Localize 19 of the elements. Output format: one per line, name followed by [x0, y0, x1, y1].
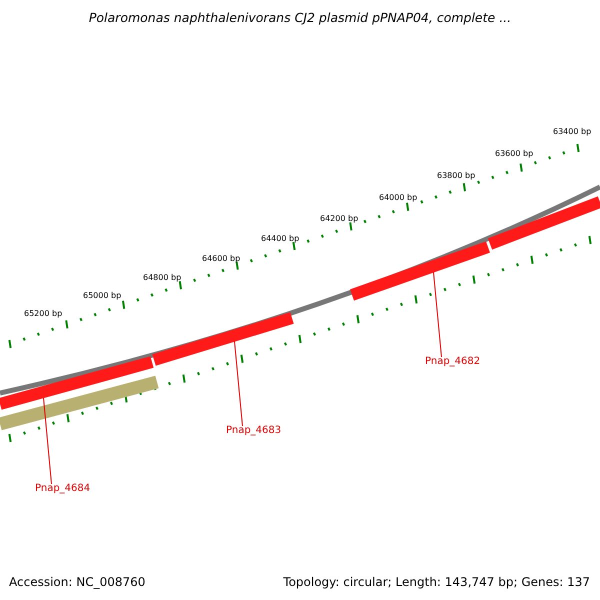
scale-label: 63600 bp: [495, 149, 534, 158]
genome-summary: Topology: circular; Length: 143,747 bp; Genes: 137: [283, 575, 590, 589]
scale-label: 63400 bp: [553, 127, 592, 136]
scale-label: 63800 bp: [437, 171, 476, 180]
accession-text: Accession: NC_008760: [9, 575, 146, 589]
gene-label: Pnap_4682: [425, 356, 480, 367]
scale-label: 65200 bp: [24, 309, 62, 318]
scale-label: 64200 bp: [320, 214, 358, 223]
gene-label: Pnap_4684: [35, 483, 90, 494]
leader-line: [433, 272, 442, 358]
map-title: Polaromonas naphthalenivorans CJ2 plasmid pPNAP04, complete ...: [88, 10, 512, 25]
gene-label: Pnap_4683: [226, 425, 282, 436]
leader-line: [43, 397, 52, 484]
scale-label: 65000 bp: [83, 291, 122, 300]
scale-label: 64400 bp: [261, 234, 300, 243]
scale-label: 64000 bp: [379, 193, 418, 202]
leader-line: [234, 341, 243, 426]
scale-label: 64800 bp: [143, 273, 182, 282]
scale-label: 64600 bp: [202, 254, 240, 263]
